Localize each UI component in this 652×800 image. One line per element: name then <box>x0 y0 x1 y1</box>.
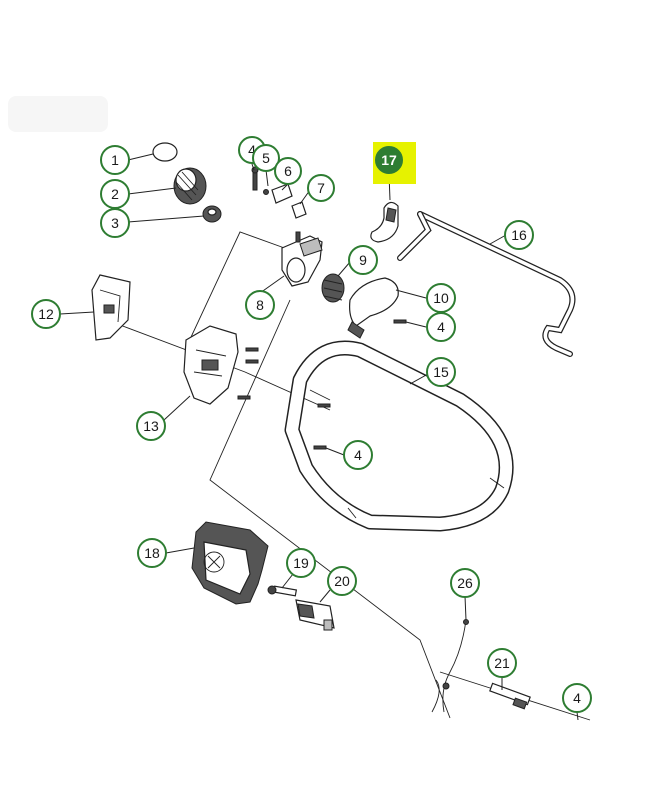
callout-5-label: 5 <box>262 150 270 166</box>
callout-17-label: 17 <box>381 152 397 168</box>
callout-6[interactable]: 6 <box>274 157 302 185</box>
callout-4-top-label: 4 <box>248 142 256 158</box>
callout-9-label: 9 <box>359 252 367 268</box>
callout-3[interactable]: 3 <box>100 208 130 238</box>
callout-20-label: 20 <box>334 573 350 589</box>
callout-15-label: 15 <box>433 364 449 380</box>
callout-4-cover-label: 4 <box>437 319 445 335</box>
callout-13[interactable]: 13 <box>136 411 166 441</box>
callout-26-label: 26 <box>457 575 473 591</box>
callout-4-handle[interactable]: 4 <box>343 440 373 470</box>
callout-21-label: 21 <box>494 655 510 671</box>
callout-18[interactable]: 18 <box>137 538 167 568</box>
leader-lines <box>59 153 579 721</box>
part-26-cable <box>431 619 469 713</box>
callout-16-label: 16 <box>511 227 527 243</box>
callout-4-cover[interactable]: 4 <box>426 312 456 342</box>
callout-18-label: 18 <box>144 545 160 561</box>
part-20-mount <box>295 599 335 631</box>
callout-9[interactable]: 9 <box>348 245 378 275</box>
callout-7-label: 7 <box>317 180 325 196</box>
callout-17[interactable]: 17 <box>375 146 403 174</box>
part-1-oring <box>152 142 178 162</box>
part-21-connector <box>489 682 531 710</box>
part-12-shell <box>91 274 131 341</box>
part-9-spring <box>321 273 345 303</box>
callout-8-label: 8 <box>256 297 264 313</box>
callout-21[interactable]: 21 <box>487 648 517 678</box>
callout-12-label: 12 <box>38 306 54 322</box>
part-18-top-cover <box>191 521 269 605</box>
part-10-cover <box>347 277 407 339</box>
part-5-screw <box>251 166 259 191</box>
callout-1-label: 1 <box>111 152 119 168</box>
callout-1[interactable]: 1 <box>100 145 130 175</box>
callout-4-bottom-label: 4 <box>573 690 581 706</box>
callout-4-handle-label: 4 <box>354 447 362 463</box>
part-13-handle-block <box>183 325 259 405</box>
faded-area <box>8 96 108 132</box>
callout-20[interactable]: 20 <box>327 566 357 596</box>
part-6-bracket <box>263 183 293 204</box>
part-2-knob <box>173 167 207 205</box>
callout-15[interactable]: 15 <box>426 357 456 387</box>
part-15-handle-bar <box>284 340 514 532</box>
part-19-bolt <box>267 585 298 597</box>
callout-19[interactable]: 19 <box>286 548 316 578</box>
callout-8[interactable]: 8 <box>245 290 275 320</box>
part-7-clip <box>291 201 307 219</box>
callout-10-label: 10 <box>433 290 449 306</box>
part-8-housing <box>281 231 323 287</box>
callout-13-label: 13 <box>143 418 159 434</box>
part-3-nut <box>202 205 222 223</box>
callout-16[interactable]: 16 <box>504 220 534 250</box>
callout-26[interactable]: 26 <box>450 568 480 598</box>
callout-3-label: 3 <box>111 215 119 231</box>
callout-5[interactable]: 5 <box>252 144 280 172</box>
part-16-rod <box>397 211 576 357</box>
callout-7[interactable]: 7 <box>307 174 335 202</box>
callout-10[interactable]: 10 <box>426 283 456 313</box>
callout-2-label: 2 <box>111 186 119 202</box>
part-17-lever <box>370 201 399 243</box>
callout-4-bottom[interactable]: 4 <box>562 683 592 713</box>
callouts: 1 2 3 4 5 6 7 8 9 10 4 12 13 15 4 16 17 … <box>31 136 592 713</box>
callout-6-label: 6 <box>284 163 292 179</box>
callout-2[interactable]: 2 <box>100 179 130 209</box>
callout-12[interactable]: 12 <box>31 299 61 329</box>
callout-19-label: 19 <box>293 555 309 571</box>
